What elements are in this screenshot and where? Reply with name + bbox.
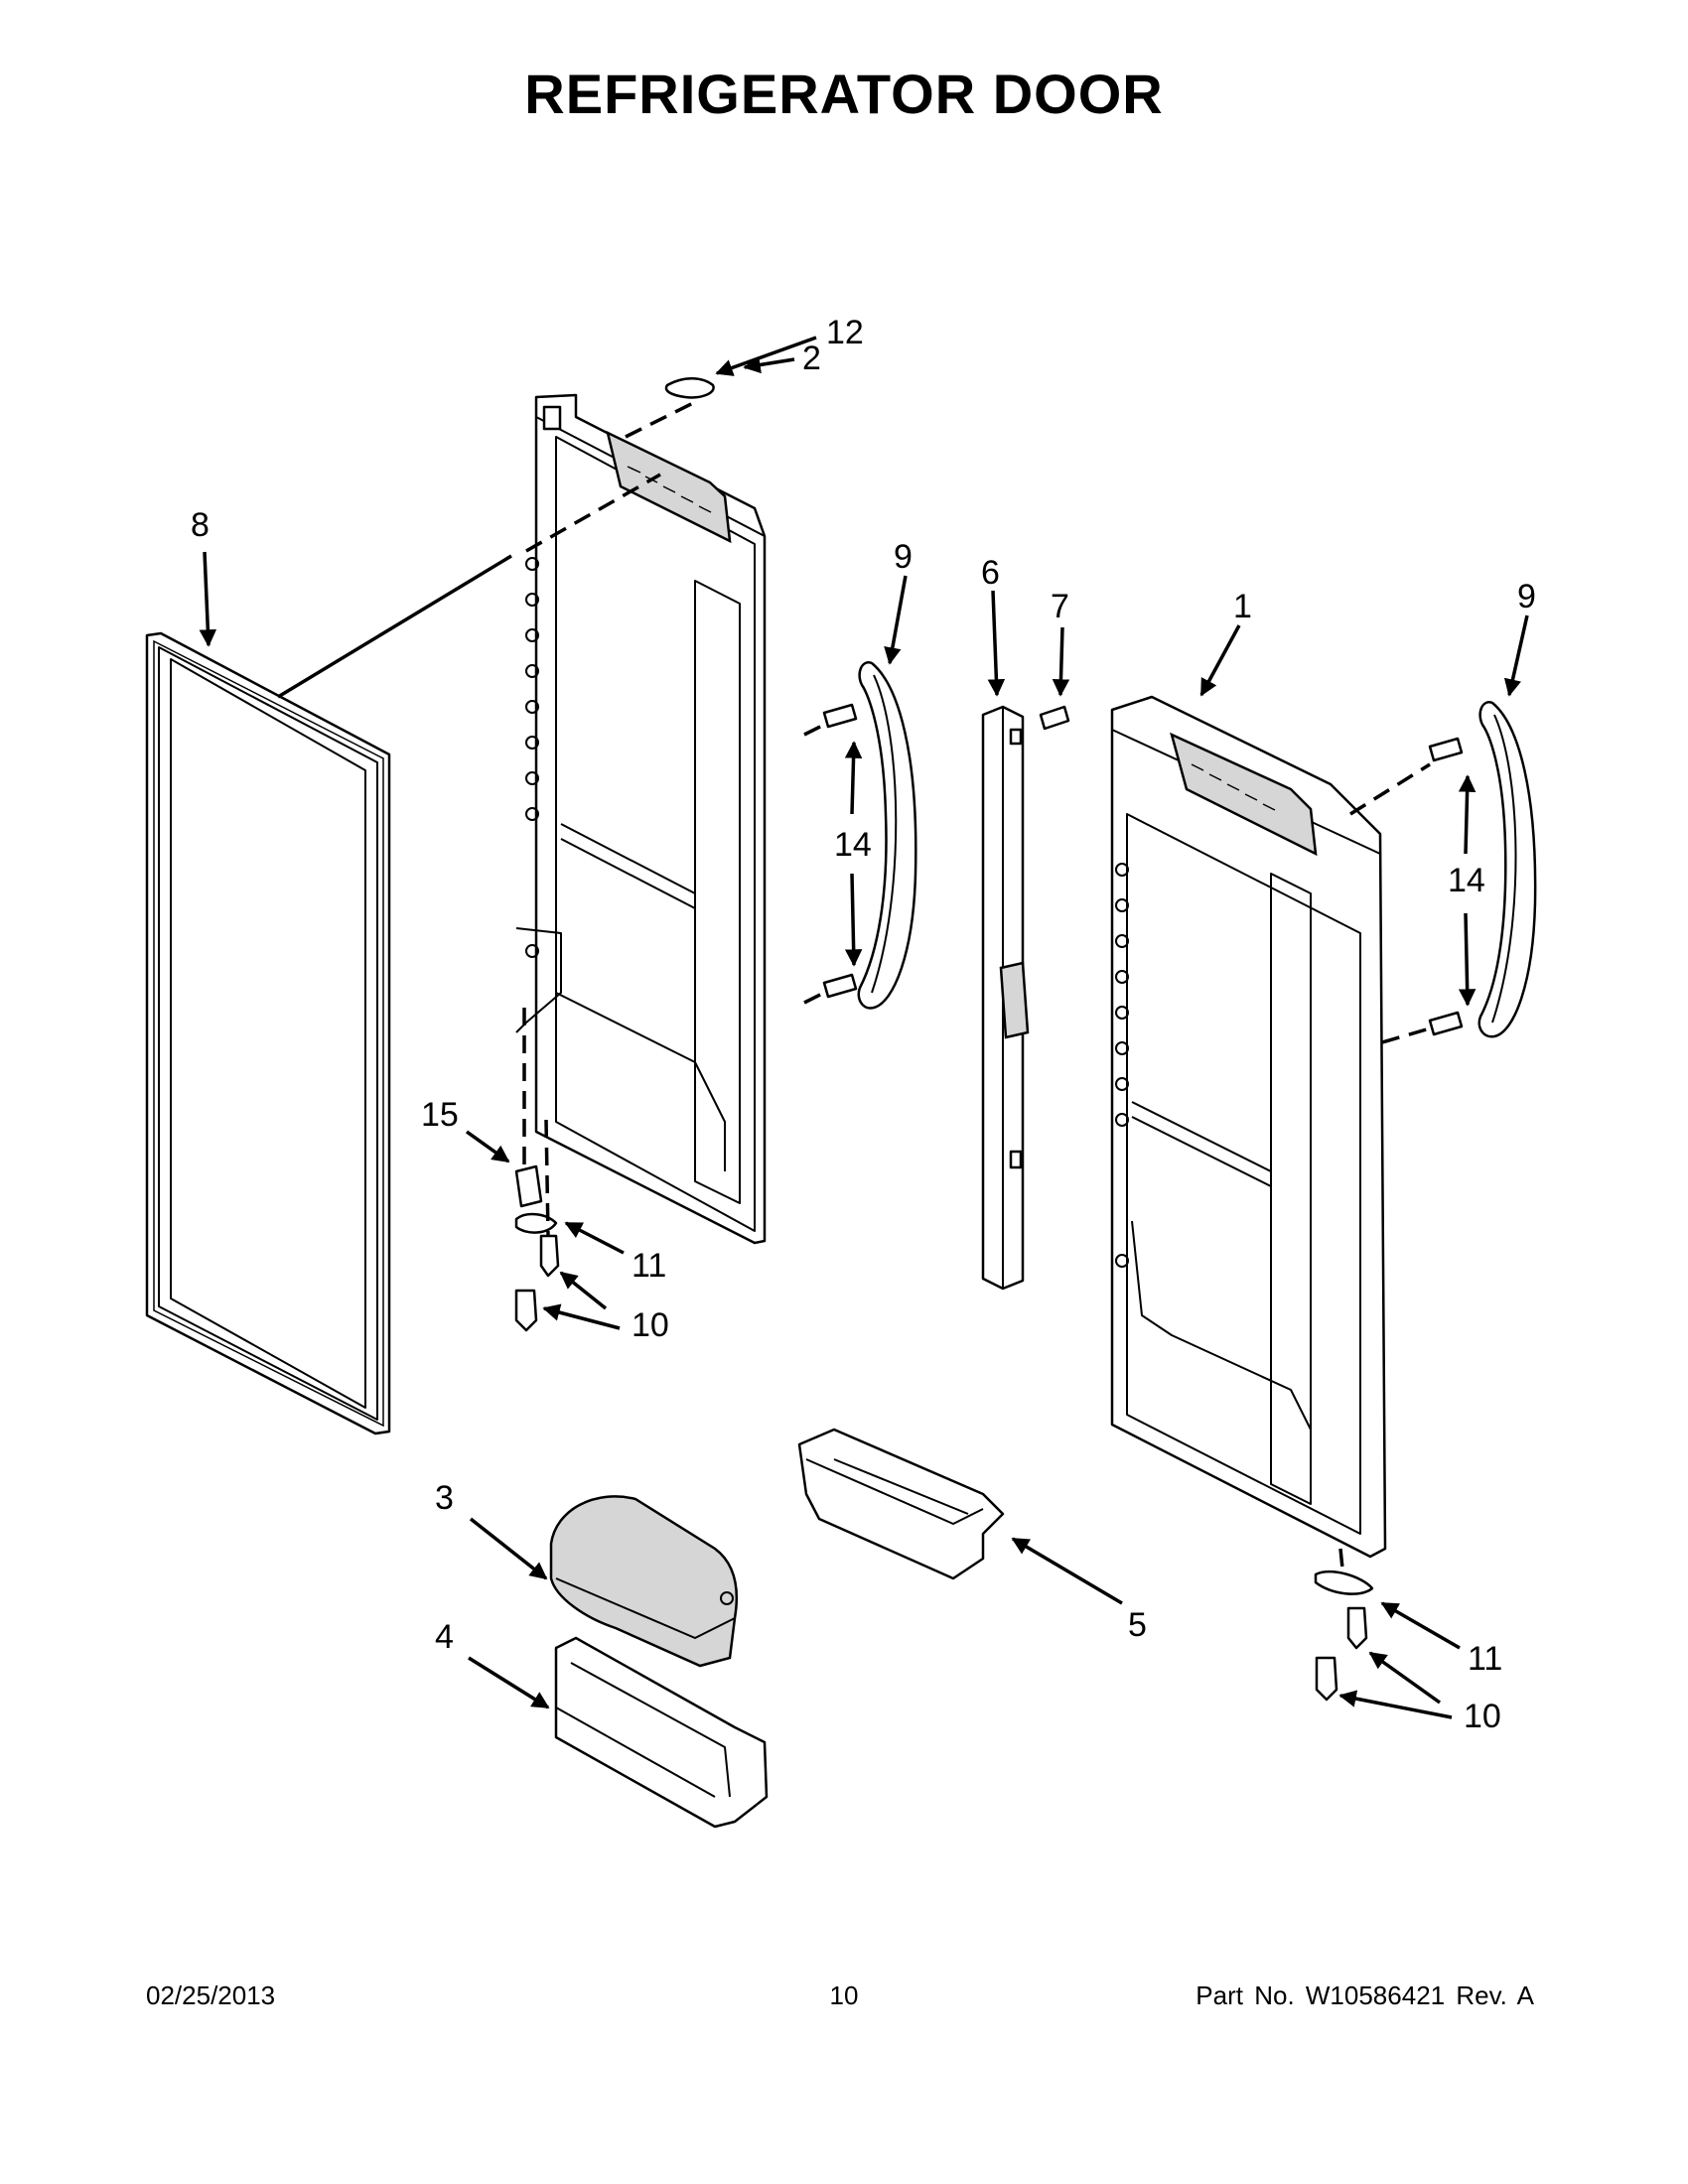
door-gasket	[145, 631, 391, 1435]
handle-screws	[822, 703, 1464, 1036]
callout-labels: 12 2 8 9 6 7 1 9 14 14 15 11 10 3 4 5 11…	[191, 314, 1536, 1735]
dairy-bin	[554, 1636, 769, 1829]
door-bin	[797, 1428, 1005, 1580]
callout-11-left: 11	[632, 1247, 666, 1285]
callout-5: 5	[1128, 1606, 1147, 1644]
footer-page-number: 10	[829, 1980, 859, 2010]
callout-10-left: 10	[632, 1306, 669, 1344]
leader-lines	[199, 336, 1529, 1719]
callout-6: 6	[981, 554, 1000, 592]
callout-12: 12	[826, 314, 864, 351]
callout-4: 4	[435, 1618, 454, 1656]
footer-date: 02/25/2013	[146, 1980, 276, 2010]
right-door-assembly	[1110, 695, 1387, 1559]
right-door-handle	[1477, 701, 1537, 1038]
right-bottom-hinge-hardware	[1314, 1570, 1374, 1702]
left-door-handle	[857, 661, 917, 1010]
callout-11-right: 11	[1468, 1640, 1502, 1678]
callout-15: 15	[421, 1096, 459, 1134]
left-door-assembly	[515, 393, 767, 1245]
callout-2: 2	[802, 340, 821, 377]
footer-part-number: Part No. W10586421 Rev. A	[1196, 1980, 1534, 2010]
callout-1: 1	[1233, 588, 1252, 625]
callout-10-right: 10	[1464, 1698, 1501, 1735]
dairy-door	[549, 1495, 739, 1668]
hinge-seal	[664, 377, 715, 399]
callout-3: 3	[435, 1479, 454, 1517]
callout-9-right: 9	[1517, 578, 1536, 615]
callout-9-left: 9	[894, 538, 913, 576]
callout-7: 7	[1051, 588, 1069, 625]
page-title: REFRIGERATOR DOOR	[524, 63, 1164, 125]
callout-14-left: 14	[834, 826, 872, 864]
left-bottom-hinge-hardware	[514, 1164, 560, 1332]
callout-8: 8	[191, 506, 210, 544]
center-mullion	[981, 705, 1030, 1291]
callout-14-right: 14	[1448, 862, 1485, 899]
